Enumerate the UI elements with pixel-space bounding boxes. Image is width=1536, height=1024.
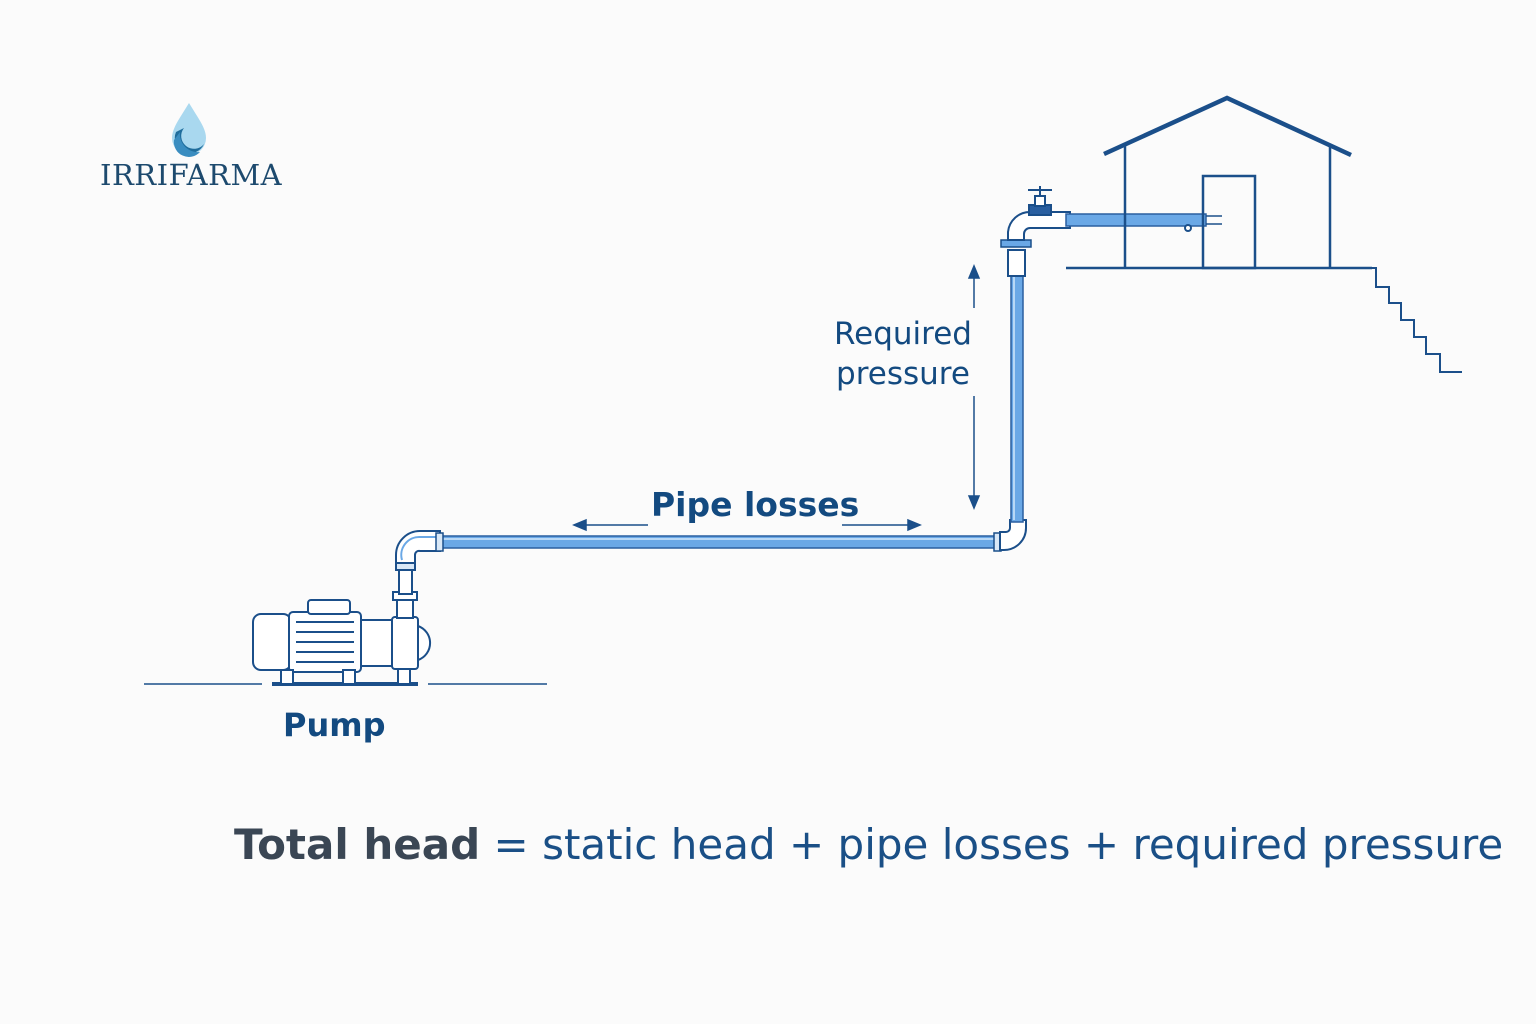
formula-term-static-head: static head (542, 820, 776, 869)
total-head-formula: Total head = static head + pipe losses +… (234, 820, 1503, 869)
formula-plus-2: + (1083, 820, 1120, 869)
pump-riser-pipe (395, 530, 441, 595)
formula-equals: = (493, 820, 529, 869)
required-pressure-line-1: Required (834, 316, 972, 352)
brand-name: IRRIFARMA (100, 158, 283, 192)
pump-label: Pump (283, 706, 386, 744)
water-drop-logo-icon (172, 103, 206, 157)
formula-lhs: Total head (234, 820, 481, 869)
formula-plus-1: + (788, 820, 825, 869)
horizontal-pipe (435, 532, 1002, 552)
riser-elbow (999, 519, 1027, 551)
required-pressure-line-2: pressure (836, 356, 970, 392)
pipe-losses-dimension (572, 518, 922, 532)
formula-term-pipe-losses: pipe losses (837, 820, 1071, 869)
formula-term-required-pressure: required pressure (1132, 820, 1504, 869)
pipe-losses-label: Pipe losses (651, 485, 860, 524)
vertical-pipe (1000, 239, 1032, 523)
required-pressure-label: Required pressure (834, 314, 972, 394)
house-icon (1066, 95, 1462, 373)
valve-icon (1007, 186, 1222, 241)
pump-icon (252, 591, 432, 685)
required-pressure-dimension (967, 264, 981, 510)
